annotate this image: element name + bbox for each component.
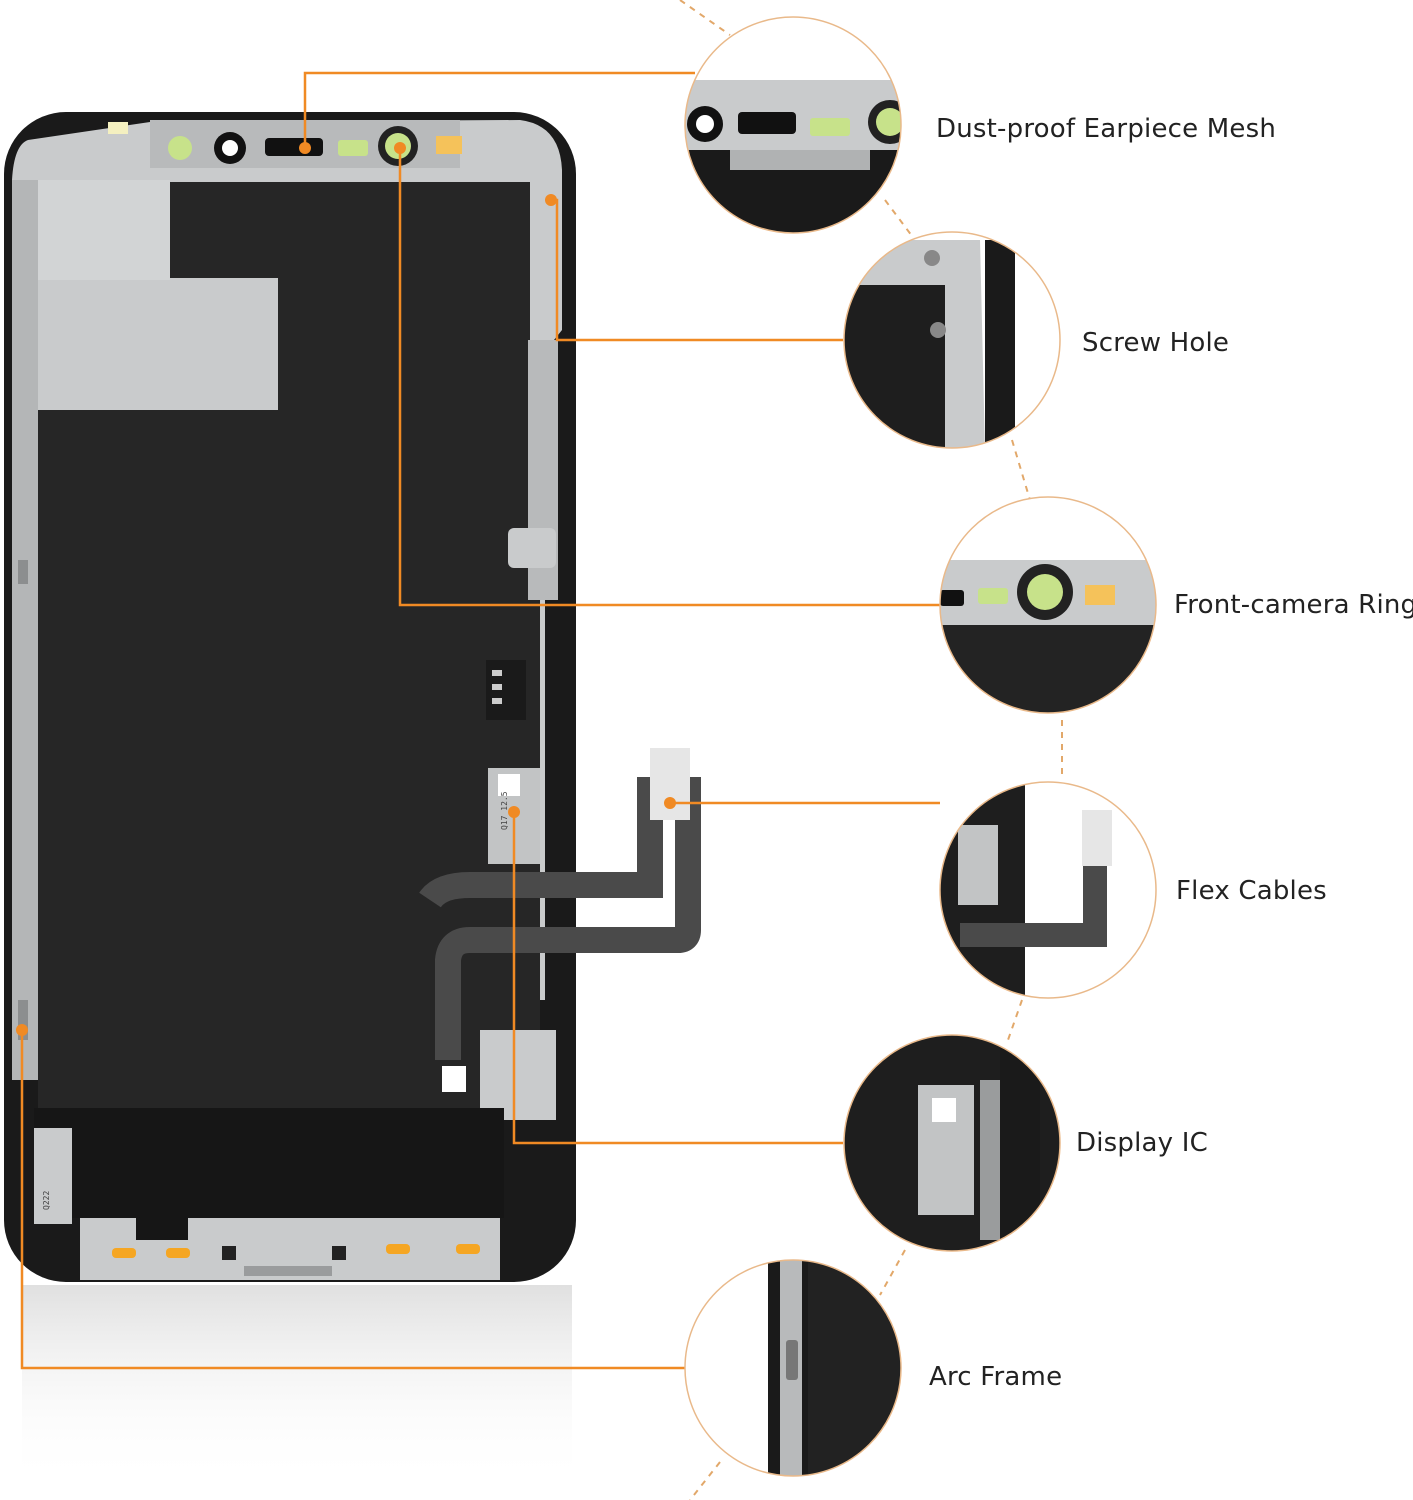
- bottom-screw-right: [332, 1246, 346, 1260]
- lower-shield: [480, 1030, 556, 1120]
- green-ring-small: [168, 136, 192, 160]
- light-pad: [108, 122, 128, 134]
- zoom-circle-earpiece: [684, 16, 902, 234]
- phone-panel: [4, 112, 701, 1485]
- right-frame-tab: [508, 528, 556, 568]
- sensor-pad: [338, 140, 368, 156]
- leader-camera: [398, 148, 940, 607]
- flex-cable-tip: [650, 748, 690, 820]
- zoom-circle-camera: [939, 496, 1157, 714]
- shield-plate-upper: [38, 180, 170, 280]
- flex-cable: [419, 777, 701, 1060]
- sensor-lens: [222, 140, 238, 156]
- bottom-pad-4: [456, 1244, 480, 1254]
- label-front-camera-ring: Front-camera Ring: [1174, 590, 1413, 620]
- left-frame-edge: [12, 180, 38, 1080]
- label-earpiece-mesh: Dust-proof Earpiece Mesh: [936, 114, 1277, 144]
- yellow-pad: [436, 136, 462, 154]
- zoom-circle-screw: [843, 231, 1061, 449]
- bottom-pad-2: [166, 1248, 190, 1258]
- label-screw-hole: Screw Hole: [1082, 328, 1230, 358]
- bottom-notch: [136, 1218, 188, 1240]
- bottom-block: [34, 1108, 504, 1280]
- label-arc-frame: Arc Frame: [929, 1362, 1063, 1392]
- bottom-black-block: [34, 1108, 504, 1218]
- bottom-pad-1: [112, 1248, 136, 1258]
- zoom-circle-ic: [843, 1034, 1061, 1252]
- leader-earpiece: [303, 71, 695, 148]
- bottom-screw-left: [222, 1246, 236, 1260]
- bottom-chip-code: Q222: [42, 1190, 51, 1210]
- lower-qr: [442, 1066, 466, 1092]
- dashed-connector: [679, 0, 1063, 1500]
- ic-qr: [498, 774, 520, 796]
- panel-reflection: [22, 1285, 572, 1485]
- earpiece-mesh: [265, 138, 323, 156]
- label-flex-cables: Flex Cables: [1176, 876, 1327, 906]
- leader-ic: [512, 812, 843, 1145]
- inner-panel: [38, 182, 540, 1110]
- leader-dots: [16, 142, 676, 1036]
- bottom-left-chip: [34, 1128, 72, 1224]
- bottom-slot: [244, 1266, 332, 1276]
- bottom-pad-3: [386, 1244, 410, 1254]
- leader-arc: [20, 1030, 685, 1370]
- ic-chip-code: Q17 12.5: [500, 791, 509, 830]
- label-display-ic: Display IC: [1076, 1128, 1208, 1158]
- zoom-circle-flex: [939, 781, 1157, 999]
- zoom-circle-arc: [684, 1259, 902, 1477]
